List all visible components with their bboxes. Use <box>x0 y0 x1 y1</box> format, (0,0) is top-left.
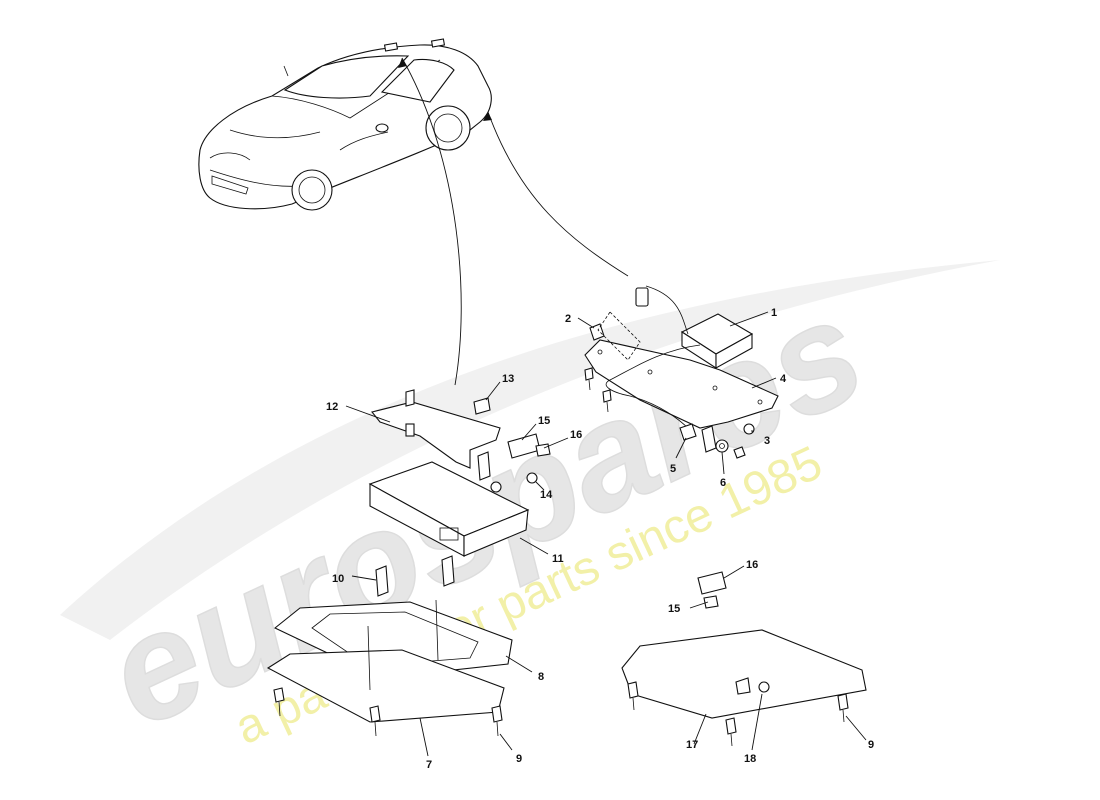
spacer-right <box>441 555 455 587</box>
callout-8: 8 <box>538 671 544 683</box>
callout-13: 13 <box>502 373 514 385</box>
callout-7: 7 <box>426 759 432 771</box>
lower-right-plate-assembly <box>621 571 867 747</box>
lower-gasket-assembly <box>266 599 513 737</box>
callout-9-left: 9 <box>516 753 522 765</box>
car-illustration <box>198 38 492 211</box>
mounting-bracket <box>371 401 501 469</box>
callout-10: 10 <box>332 573 344 585</box>
callout-3: 3 <box>764 435 770 447</box>
callout-15-top: 15 <box>538 415 550 427</box>
spacer-left <box>375 565 389 597</box>
callout-12: 12 <box>326 401 338 413</box>
callout-6: 6 <box>720 477 726 489</box>
callout-17: 17 <box>686 739 698 751</box>
antenna-connector <box>635 287 649 307</box>
callout-18: 18 <box>744 753 756 765</box>
control-module-assembly <box>368 389 551 658</box>
callout-15-bottom: 15 <box>668 603 680 615</box>
callout-5: 5 <box>670 463 676 475</box>
callout-16-bottom: 16 <box>746 559 758 571</box>
callout-14: 14 <box>540 489 553 501</box>
leader-lines <box>345 311 867 757</box>
callout-2: 2 <box>565 313 571 325</box>
mounting-plate <box>584 339 779 429</box>
watermark-swoosh <box>60 260 1000 640</box>
callout-1: 1 <box>771 307 777 319</box>
car-leader-right <box>487 111 629 277</box>
callout-labels: 1 2 3 4 5 6 7 8 9 9 10 11 12 13 14 15 15… <box>326 307 874 771</box>
car-leader-left <box>401 57 462 386</box>
cover-plate <box>621 629 867 719</box>
gasket-lower <box>266 649 505 723</box>
callout-16-top: 16 <box>570 429 582 441</box>
callout-4: 4 <box>780 373 787 385</box>
callout-11: 11 <box>552 553 564 565</box>
callout-9-right: 9 <box>868 739 874 751</box>
